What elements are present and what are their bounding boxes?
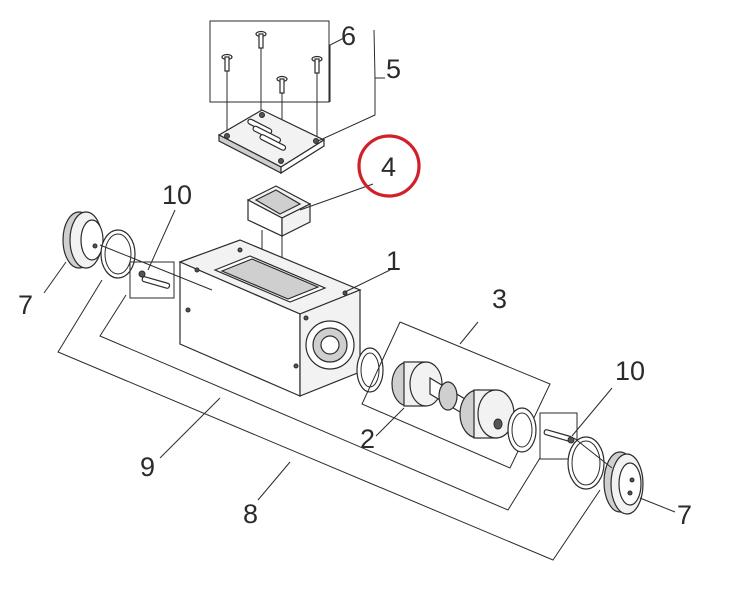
- end-cap-left: [62, 211, 104, 269]
- main-body: [178, 239, 362, 397]
- callout-10-left: 10: [162, 180, 192, 210]
- screw-2: [221, 53, 233, 72]
- screw-1: [255, 30, 267, 49]
- kit-bracket-8: [57, 279, 601, 561]
- kit-bracket-9: [99, 294, 541, 511]
- screw-4: [276, 75, 288, 94]
- screw-3: [311, 55, 323, 74]
- callout-4: 4: [381, 152, 396, 182]
- o-ring-right: [567, 436, 605, 490]
- screws-group-box: [209, 20, 330, 103]
- callout-2: 2: [360, 424, 375, 454]
- callout-7-left: 7: [18, 290, 33, 320]
- callout-9: 9: [140, 452, 155, 482]
- callout-8: 8: [243, 499, 258, 529]
- spool-group-box: [361, 321, 551, 469]
- leader-lines: [43, 29, 676, 513]
- pin-left: [138, 270, 171, 289]
- callout-3: 3: [492, 284, 507, 314]
- screws: [221, 30, 323, 94]
- callout-6: 6: [341, 21, 356, 51]
- highlight-ring: [357, 134, 421, 198]
- spool: [391, 361, 515, 439]
- o-ring-left: [100, 229, 136, 279]
- cover-plate: [217, 109, 326, 175]
- end-cap-right: [603, 451, 644, 515]
- o-ring-right-inner: [507, 407, 537, 453]
- callout-10-right: 10: [615, 356, 645, 386]
- callout-5: 5: [386, 54, 401, 84]
- callout-7-right: 7: [677, 500, 692, 530]
- pin-right: [543, 429, 575, 444]
- pin-box-right: [539, 412, 578, 460]
- insert-part-4: [246, 185, 312, 237]
- callout-1: 1: [386, 246, 401, 276]
